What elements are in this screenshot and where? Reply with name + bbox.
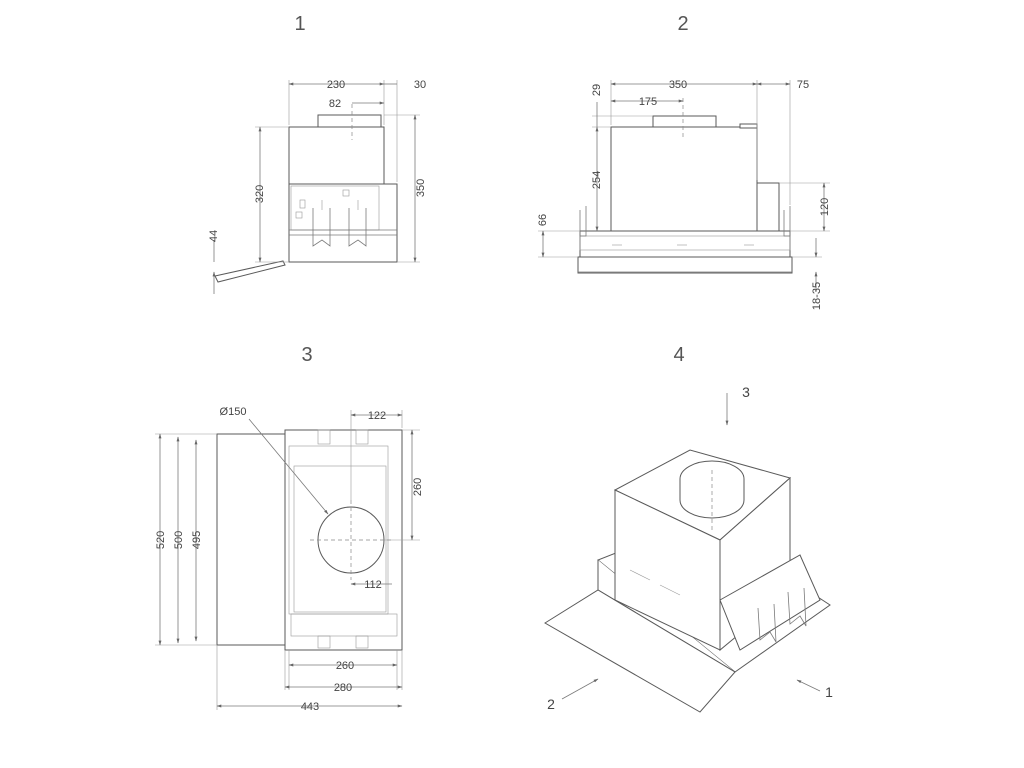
dim-230: 230 [327, 79, 345, 91]
callout-2: 2 [547, 696, 555, 712]
view-4-isometric: 4 3 2 1 [544, 344, 833, 713]
callout-3: 3 [742, 384, 750, 400]
dim-82: 82 [329, 98, 341, 110]
view-1-side: 1 230 82 30 320 [208, 13, 427, 294]
callout-1: 1 [825, 684, 833, 700]
view-4-number: 4 [673, 344, 684, 366]
dim-320: 320 [254, 185, 266, 203]
dim-18-35: 18-35 [811, 282, 823, 310]
dim-122: 122 [368, 410, 386, 422]
view-2-number: 2 [677, 13, 688, 35]
dim-120: 120 [819, 198, 831, 216]
dim-29: 29 [591, 84, 603, 96]
dim-500: 500 [173, 531, 185, 549]
dim-280: 280 [334, 682, 352, 694]
dim-520: 520 [155, 531, 167, 549]
view-3-number: 3 [301, 344, 312, 366]
dim-175: 175 [639, 96, 657, 108]
dim-495: 495 [191, 531, 203, 549]
view-1-number: 1 [294, 13, 305, 35]
dim-260-vertical: 260 [412, 478, 424, 496]
dim-254: 254 [591, 171, 603, 189]
dim-66: 66 [537, 214, 549, 226]
dim-30: 30 [414, 79, 426, 91]
dim-75: 75 [797, 79, 809, 91]
dim-443: 443 [301, 701, 319, 713]
view-3-top: 3 Ø150 122 260 112 520 [155, 344, 424, 713]
dim-350: 350 [415, 179, 427, 197]
dim-260-horizontal: 260 [336, 660, 354, 672]
dim-44: 44 [208, 230, 220, 242]
dim-dia150: Ø150 [220, 406, 247, 418]
dim-112: 112 [364, 579, 382, 591]
dim-350-front: 350 [669, 79, 687, 91]
view-2-front: 2 350 175 75 29 254 [537, 13, 831, 310]
